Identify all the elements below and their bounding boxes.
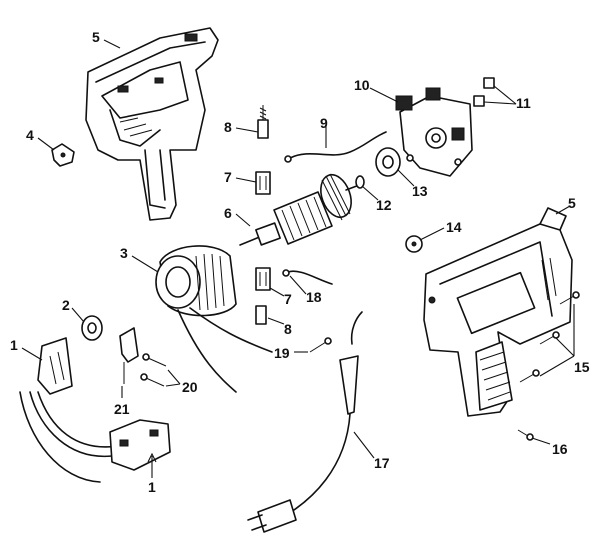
leader-lines [21, 39, 575, 478]
callout-15-screws: 15 [574, 359, 590, 375]
screw-19 [309, 337, 332, 353]
bushing [81, 315, 103, 341]
callout-3-field-coil: 3 [120, 245, 128, 261]
brush-lower [255, 305, 267, 325]
screws-15 [519, 291, 580, 383]
callout-13-bearing: 13 [412, 183, 428, 199]
callout-10-end-bell: 10 [354, 77, 370, 93]
armature [239, 173, 363, 246]
left-housing-half [85, 27, 219, 221]
callout-11-screws: 11 [516, 95, 531, 111]
callout-16-screw: 16 [552, 441, 568, 457]
callout-14-washer: 14 [446, 219, 462, 235]
callout-19-screw: 19 [274, 345, 290, 361]
callout-7-lower-holder: 7 [284, 291, 292, 307]
terminal-plate [119, 327, 139, 384]
callout-5-left-housing: 5 [92, 29, 100, 45]
callout-17-power-cord: 17 [374, 455, 390, 471]
callout-21-terminal: 21 [114, 401, 130, 417]
callout-9-lead-wire: 9 [320, 115, 328, 131]
washer [355, 175, 365, 189]
lead-wire-upper [284, 131, 387, 163]
callout-labels: 5 4 8 9 10 11 7 6 12 13 5 14 3 18 7 8 2 … [10, 29, 590, 495]
callout-7-upper-holder: 7 [224, 169, 232, 185]
bearing [375, 147, 401, 177]
right-housing-half [423, 207, 573, 417]
cord-clamp [19, 337, 119, 483]
callout-12-washer: 12 [376, 197, 392, 213]
lead-wire-lower [282, 269, 333, 285]
screws-20 [140, 353, 167, 387]
end-bell-assembly [395, 87, 473, 177]
callout-18-lead-wire: 18 [306, 289, 322, 305]
brush-holder-lower [255, 267, 271, 291]
small-plate [51, 143, 75, 167]
switch [109, 419, 171, 471]
callout-8-upper-brush: 8 [224, 119, 232, 135]
power-cord [247, 311, 363, 533]
callout-2-bushing: 2 [62, 297, 70, 313]
callout-5-right-housing: 5 [568, 195, 576, 211]
washer-14 [405, 235, 423, 253]
callout-6-armature: 6 [224, 205, 232, 221]
screws-11 [473, 77, 495, 107]
field-coil [155, 245, 273, 393]
callout-1-cord-clamp: 1 [10, 337, 18, 353]
brush-holder-upper [255, 171, 271, 195]
callout-4-plate: 4 [26, 127, 34, 143]
callout-8-lower-brush: 8 [284, 321, 292, 337]
screw-16 [517, 429, 534, 441]
callout-20-screws: 20 [182, 379, 198, 395]
callout-1-switch: 1 [148, 479, 156, 495]
brush-upper [257, 105, 269, 139]
